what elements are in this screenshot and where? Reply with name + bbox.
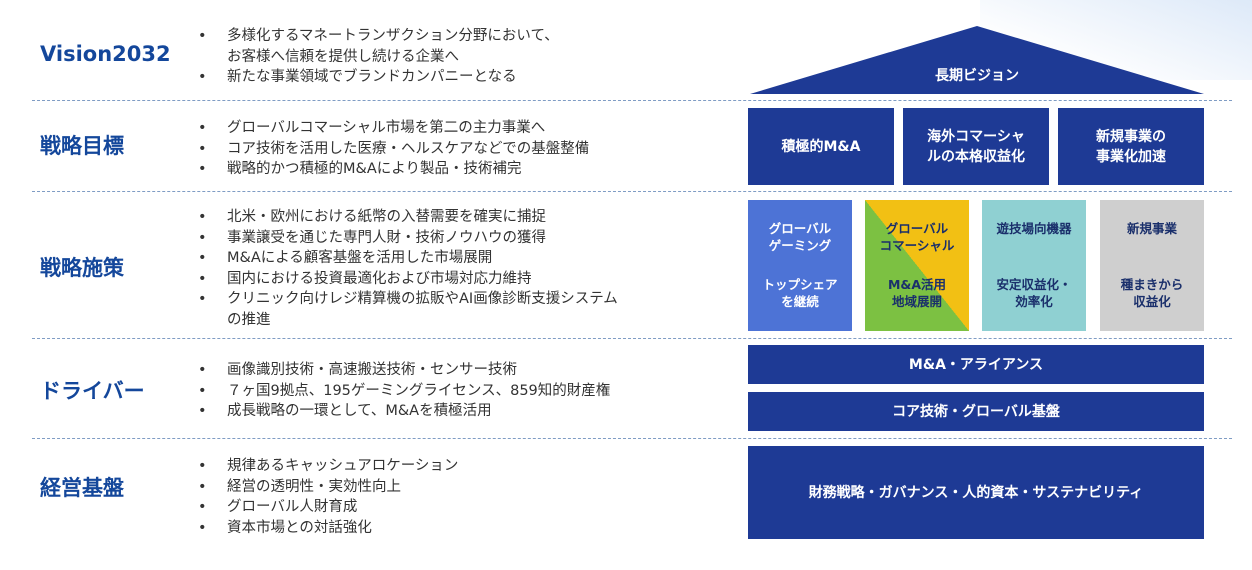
row-title-strategic-measures: 戦略施策	[40, 256, 124, 280]
row-divider	[32, 438, 1232, 439]
pillar-new-business: 新規事業 種まきから 収益化	[1100, 200, 1204, 331]
list-item: 新たな事業領域でブランドカンパニーとなる	[198, 67, 559, 88]
list-item: 規律あるキャッシュアロケーション	[198, 456, 458, 477]
bullet-list-vision: 多様化するマネートランザクション分野において、 お客様へ信頼を提供し続ける企業へ…	[198, 26, 559, 88]
pillar-title: 新規事業	[1126, 221, 1177, 236]
pillar-amusement-equipment: 遊技場向機器 安定収益化・ 効率化	[982, 200, 1086, 331]
list-item: 国内における投資最適化および市場対応力維持	[198, 269, 618, 290]
row-title-vision: Vision2032	[40, 42, 171, 66]
list-item: 資本市場との対話強化	[198, 518, 458, 539]
list-item: M&Aによる顧客基盤を活用した市場展開	[198, 248, 618, 269]
pillar-subtitle: トップシェア を継続	[762, 277, 838, 309]
list-item: 北米・欧州における紙幣の入替需要を確実に捕捉	[198, 207, 618, 228]
row-title-management-base: 経営基盤	[40, 476, 124, 500]
bullet-list-drivers: 画像識別技術・高速搬送技術・センサー技術 ７ヶ国9拠点、195ゲーミングライセン…	[198, 360, 610, 422]
goal-box-overseas-commercial: 海外コマーシャ ルの本格収益化	[903, 108, 1049, 185]
bullet-list-strategic-measures: 北米・欧州における紙幣の入替需要を確実に捕捉 事業譲受を通じた専門人財・技術ノウ…	[198, 207, 618, 330]
pillar-title: グローバル ゲーミング	[768, 221, 832, 253]
list-item: グローバルコマーシャル市場を第二の主力事業へ	[198, 118, 589, 139]
bullet-list-strategic-goals: グローバルコマーシャル市場を第二の主力事業へ コア技術を活用した医療・ヘルスケア…	[198, 118, 589, 180]
list-item: ７ヶ国9拠点、195ゲーミングライセンス、859知的財産権	[198, 381, 610, 402]
list-item: グローバル人財育成	[198, 497, 458, 518]
list-item: クリニック向けレジ精算機の拡販やAI画像診断支援システム の推進	[198, 289, 618, 330]
goal-box-new-business: 新規事業の 事業化加速	[1058, 108, 1204, 185]
list-item: コア技術を活用した医療・ヘルスケアなどでの基盤整備	[198, 139, 589, 160]
row-divider	[32, 338, 1232, 339]
pillar-global-commercial: グローバル コマーシャル M&A活用 地域展開	[865, 200, 969, 331]
list-item: 経営の透明性・実効性向上	[198, 477, 458, 498]
row-title-drivers: ドライバー	[40, 379, 145, 403]
driver-bar-ma-alliance: M&A・アライアンス	[748, 345, 1204, 384]
row-divider	[32, 100, 1232, 101]
foundation-box: 財務戦略・ガバナンス・人的資本・サステナビリティ	[748, 446, 1204, 539]
list-item: 成長戦略の一環として、M&Aを積極活用	[198, 401, 610, 422]
list-item: 画像識別技術・高速搬送技術・センサー技術	[198, 360, 610, 381]
pillar-subtitle: M&A活用 地域展開	[887, 277, 946, 309]
pillar-title: 遊技場向機器	[996, 221, 1072, 236]
pillar-subtitle: 安定収益化・ 効率化	[996, 277, 1072, 309]
roof-label: 長期ビジョン	[935, 68, 1019, 84]
driver-bar-core-tech: コア技術・グローバル基盤	[748, 392, 1204, 431]
roof-triangle	[750, 26, 1204, 94]
row-divider	[32, 191, 1232, 192]
pillar-subtitle: 種まきから 収益化	[1120, 277, 1184, 309]
list-item: 事業譲受を通じた専門人財・技術ノウハウの獲得	[198, 228, 618, 249]
pillar-title: グローバル コマーシャル	[879, 221, 955, 253]
bullet-list-management-base: 規律あるキャッシュアロケーション 経営の透明性・実効性向上 グローバル人財育成 …	[198, 456, 458, 538]
list-item: 多様化するマネートランザクション分野において、 お客様へ信頼を提供し続ける企業へ	[198, 26, 559, 67]
pillar-global-gaming: グローバル ゲーミング トップシェア を継続	[748, 200, 852, 331]
row-title-strategic-goals: 戦略目標	[40, 134, 124, 158]
goal-box-ma: 積極的M&A	[748, 108, 894, 185]
list-item: 戦略的かつ積極的M&Aにより製品・技術補完	[198, 159, 589, 180]
